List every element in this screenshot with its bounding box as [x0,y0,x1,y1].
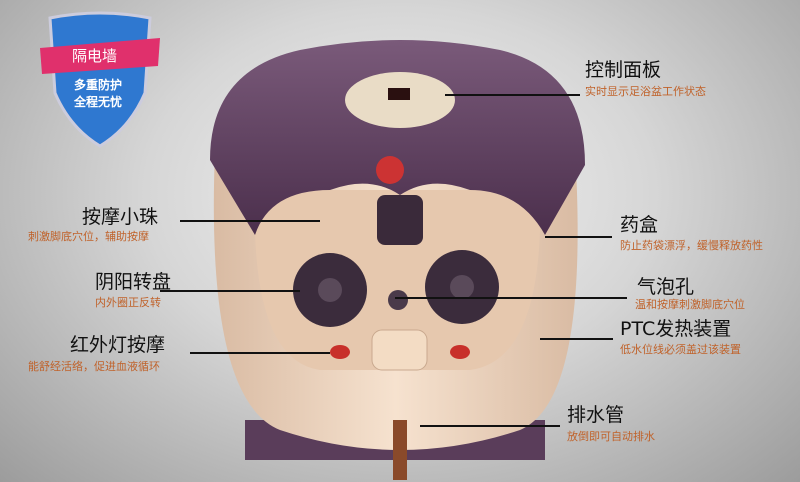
drain-pipe-title: 排水管 [567,404,625,426]
ptc-heater [371,329,428,371]
drain-pipe-desc: 放倒即可自动排水 [567,430,655,443]
leader-line [395,297,627,299]
leader-line [160,290,300,292]
safety-badge: 隔电墙 多重防护 全程无忧 [30,8,170,148]
bubble-holes-desc: 温和按摩刺激脚底穴位 [635,298,745,311]
leader-line [420,425,560,427]
medicine-box-title: 药盒 [620,214,659,236]
massage-beads-desc: 刺激脚底穴位，辅助按摩 [28,230,149,243]
leader-line [445,94,580,96]
leader-line [545,236,612,238]
medicine-box-desc: 防止药袋漂浮，缓慢释放药性 [620,239,763,252]
infrared-massage-desc: 能舒经活络，促进血液循环 [28,360,160,373]
control-panel-desc: 实时显示足浴盆工作状态 [585,85,706,98]
badge-line1: 多重防护 [74,78,123,92]
leader-line [180,220,320,222]
badge-ribbon-text: 隔电墙 [72,47,118,65]
medicine-box [377,195,423,245]
control-panel-title: 控制面板 [585,59,662,81]
ptc-heater-title: PTC发热装置 [620,318,732,340]
infrared-massage-title: 红外灯按摩 [70,334,166,356]
yin-yang-disc-title: 阴阳转盘 [95,271,172,293]
yin-yang-disc-desc: 内外圈正反转 [95,296,161,309]
massage-beads-title: 按摩小珠 [82,206,159,228]
drain-pipe [393,420,407,480]
leader-line [540,338,613,340]
bubble-holes-title: 气泡孔 [637,276,695,298]
badge-line2: 全程无忧 [74,95,123,109]
lid [210,40,585,235]
logo [376,156,404,184]
leader-line [190,352,330,354]
ptc-heater-desc: 低水位线必须盖过该装置 [620,343,741,356]
